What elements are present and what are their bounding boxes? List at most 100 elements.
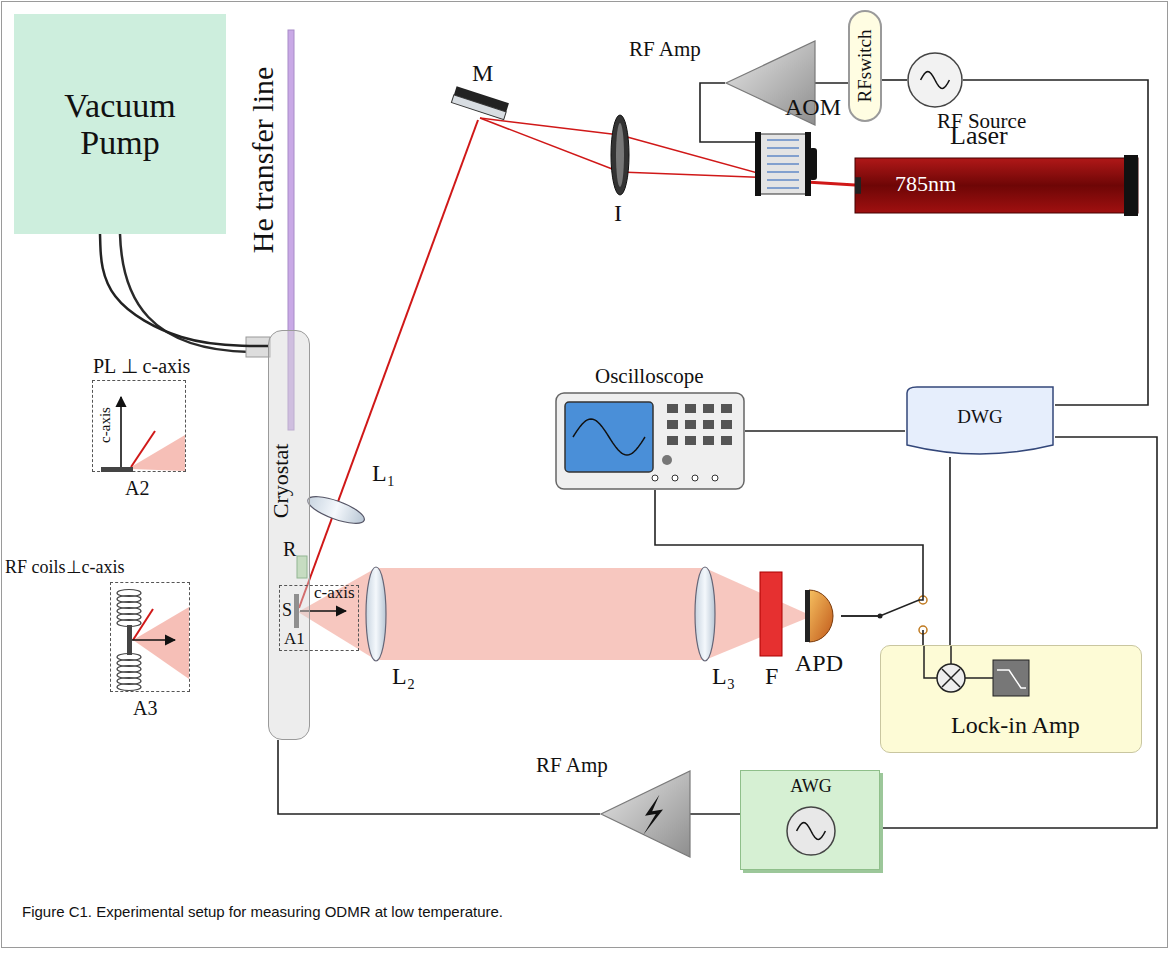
- node-label: PL ⊥ c-axis: [93, 355, 190, 377]
- node-label: Vacuum Pump: [35, 87, 205, 162]
- part-label: L₁: [372, 460, 395, 486]
- detector: APD: [805, 588, 841, 644]
- laser-aperture: [855, 177, 861, 194]
- part-label: He transfer line: [246, 67, 279, 254]
- laser-beam: [299, 120, 478, 608]
- lens: [366, 567, 386, 661]
- signal-wire: [949, 457, 951, 645]
- source-circle: [787, 807, 835, 855]
- part-label: I: [614, 200, 622, 226]
- signal-wire: [880, 437, 1157, 828]
- part-label: L₃: [712, 663, 735, 689]
- node-shape: [111, 583, 191, 693]
- button: [721, 436, 732, 445]
- detector-dome: [809, 590, 833, 642]
- node-shape: [805, 588, 841, 644]
- oscilloscope: Oscilloscope: [555, 392, 745, 490]
- source-circle: [908, 53, 962, 107]
- amplifier-triangle: [601, 771, 690, 857]
- signal-wire: [815, 82, 848, 84]
- node-label: RF Amp: [536, 754, 608, 777]
- button: [685, 436, 696, 445]
- node-label: Lock-in Amp: [951, 712, 1080, 738]
- wire: [924, 646, 937, 678]
- wire: [950, 646, 952, 664]
- part-label: S: [282, 601, 292, 621]
- node-text: c-axis: [97, 407, 114, 443]
- button: [667, 404, 678, 413]
- rf-source: RF Source: [907, 52, 963, 108]
- coil-winding: [117, 684, 141, 691]
- port: [652, 475, 658, 481]
- lens: [305, 491, 368, 528]
- knob: [662, 455, 672, 465]
- lock-in-box: Lock-in Amp: [880, 645, 1142, 753]
- inset-box: PL ⊥ c-axisc-axisA2: [92, 380, 186, 472]
- collected-light: [131, 435, 185, 471]
- filter: [760, 572, 782, 656]
- lens: [695, 567, 715, 661]
- aom-stripe: [767, 187, 799, 189]
- drawing: [451, 86, 509, 119]
- node-label: RF coils⊥c-axis: [5, 558, 125, 578]
- awg-box: AWG: [740, 770, 880, 870]
- signal-wire: [745, 430, 905, 432]
- signal-wire: [655, 490, 923, 616]
- part-label: L₂: [392, 663, 415, 689]
- laser: Laser785nm: [855, 158, 1138, 213]
- laser-cap: [1124, 155, 1138, 216]
- button: [703, 436, 714, 445]
- node-label: DWG: [957, 407, 1002, 428]
- sine-symbol: [921, 72, 950, 89]
- node-shape: [600, 770, 690, 858]
- inset-box: RF coils⊥c-axisA3: [110, 582, 190, 692]
- lens: [616, 123, 624, 187]
- sample: [101, 467, 133, 472]
- aom: AOM: [755, 132, 811, 196]
- aom-stripe: [767, 163, 799, 165]
- part-label: R: [283, 538, 296, 560]
- aom-stripe: [767, 139, 799, 141]
- port: [692, 475, 698, 481]
- aom-crystal: [760, 134, 806, 194]
- node-label: Cryostat: [269, 444, 293, 519]
- node-text: 785nm: [895, 172, 956, 196]
- laser-body: [855, 158, 1138, 213]
- c-axis-arrow: [132, 639, 175, 641]
- vacuum-hose: [120, 234, 250, 352]
- node-label: AWG: [790, 777, 832, 797]
- laser-beam: [131, 431, 155, 467]
- node-text: A3: [133, 697, 157, 719]
- node-label: RFswitch: [855, 30, 876, 103]
- button: [721, 420, 732, 429]
- lightning-symbol: [643, 795, 663, 835]
- port: [672, 475, 678, 481]
- part-label: M: [472, 60, 493, 86]
- filter-symbol: [997, 670, 1026, 688]
- node-label: Oscilloscope: [595, 365, 703, 388]
- generator-body: [907, 387, 1053, 454]
- oscilloscope-screen: [565, 402, 653, 472]
- button: [721, 404, 732, 413]
- aom-transducer: [809, 148, 817, 180]
- laser-beam: [480, 118, 620, 172]
- cryostat-tube: Cryostat: [268, 330, 310, 740]
- button: [667, 420, 678, 429]
- mixer-symbol: [937, 664, 965, 692]
- node-text: A2: [125, 477, 149, 499]
- aom-stripe: [767, 179, 799, 181]
- node-label: AOM: [785, 94, 841, 120]
- amplifier: RF Amp: [600, 770, 690, 858]
- laser-beam: [620, 172, 776, 178]
- vacuum-hose: [100, 234, 268, 346]
- collected-light: [298, 568, 812, 660]
- figure-caption: Figure C1. Experimental setup for measur…: [22, 904, 503, 921]
- lens: [611, 115, 629, 195]
- dwg-box: DWG: [905, 385, 1055, 457]
- button: [703, 420, 714, 429]
- signal-wire: [690, 813, 740, 815]
